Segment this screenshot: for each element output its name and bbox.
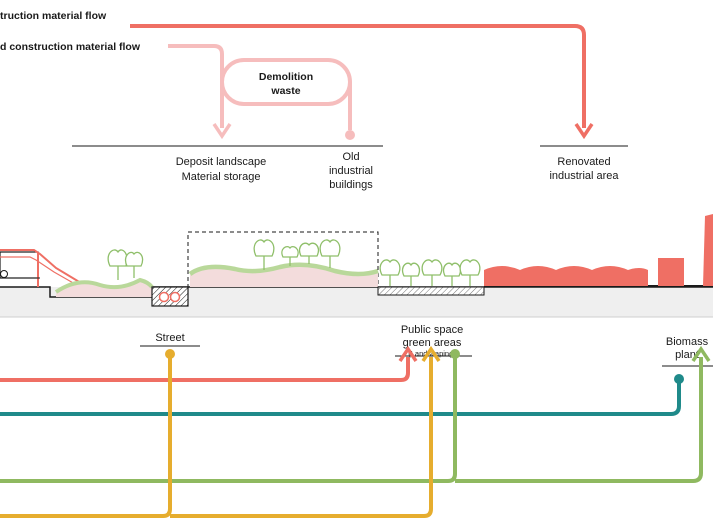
red-arrow-renovated xyxy=(574,123,594,140)
renovated-label-2: industrial area xyxy=(549,170,619,182)
red-flow-bottom xyxy=(0,357,410,382)
public-space-label-1: Public space xyxy=(401,324,463,336)
street-label: Street xyxy=(155,332,184,344)
green-flow-biomass xyxy=(455,357,703,483)
tree-icon xyxy=(421,259,443,286)
left-ramp-structure xyxy=(0,249,87,289)
red-flow-line-top xyxy=(130,24,586,128)
construction-material-flow: truction material flow xyxy=(0,10,594,140)
tree-icon xyxy=(124,251,144,278)
bottom-flows xyxy=(0,345,711,518)
tree-icon xyxy=(442,262,462,286)
yellow-flow-street xyxy=(0,358,172,518)
recycled-material-flow: d construction material flow xyxy=(0,41,232,140)
green-arrow-biomass xyxy=(691,345,711,362)
pink-flow-line xyxy=(168,44,224,128)
tree-icon xyxy=(253,239,275,270)
site-labels: Deposit landscape Material storage Old i… xyxy=(72,145,628,191)
teal-flow xyxy=(0,380,681,416)
biomass-label-1: Biomass xyxy=(666,336,709,348)
pink-source-dot xyxy=(345,130,355,140)
flow-label-top: truction material flow xyxy=(0,10,107,22)
tree-icon xyxy=(298,242,320,264)
bottom-labels: Street Public space green areas (Landsca… xyxy=(140,324,713,367)
green-source-dot xyxy=(450,349,460,359)
old-buildings-label-2: industrial xyxy=(329,165,373,177)
demolition-label-1: Demolition xyxy=(259,71,313,83)
tree-icon xyxy=(319,239,341,268)
flow-label-second: d construction material flow xyxy=(0,41,141,53)
small-mound xyxy=(54,277,154,297)
pink-arrow-deposit xyxy=(212,123,232,140)
tree-icon xyxy=(401,262,421,286)
public-space-label-2: green areas xyxy=(403,337,462,349)
chimney xyxy=(703,214,713,286)
yellow-flow-public xyxy=(170,357,433,518)
large-mound xyxy=(188,262,379,287)
teal-source-dot xyxy=(674,374,684,384)
tree-icon xyxy=(379,259,401,286)
yellow-arrow-public xyxy=(421,345,441,362)
street-culvert xyxy=(151,286,189,307)
yellow-source-dot xyxy=(165,349,175,359)
tree-icon xyxy=(281,245,299,266)
tree-icon xyxy=(459,259,481,286)
demolition-waste-loop: Demolition waste xyxy=(220,58,355,140)
old-buildings-label-3: buildings xyxy=(329,179,373,191)
trees xyxy=(107,239,481,286)
renovated-label-1: Renovated xyxy=(557,156,610,168)
industrial-buildings xyxy=(484,214,713,286)
deposit-label-2: Material storage xyxy=(182,171,261,183)
renovated-roofs xyxy=(484,266,648,286)
landscape-section xyxy=(0,214,713,318)
red-arrow-public xyxy=(398,345,418,362)
green-flow xyxy=(0,358,457,483)
old-buildings-label-1: Old xyxy=(342,151,359,163)
paved-strip xyxy=(377,286,485,296)
demolition-label-2: waste xyxy=(270,85,300,97)
tree-icon xyxy=(107,249,128,280)
biomass-building xyxy=(658,258,684,286)
deposit-label-1: Deposit landscape xyxy=(176,156,267,168)
